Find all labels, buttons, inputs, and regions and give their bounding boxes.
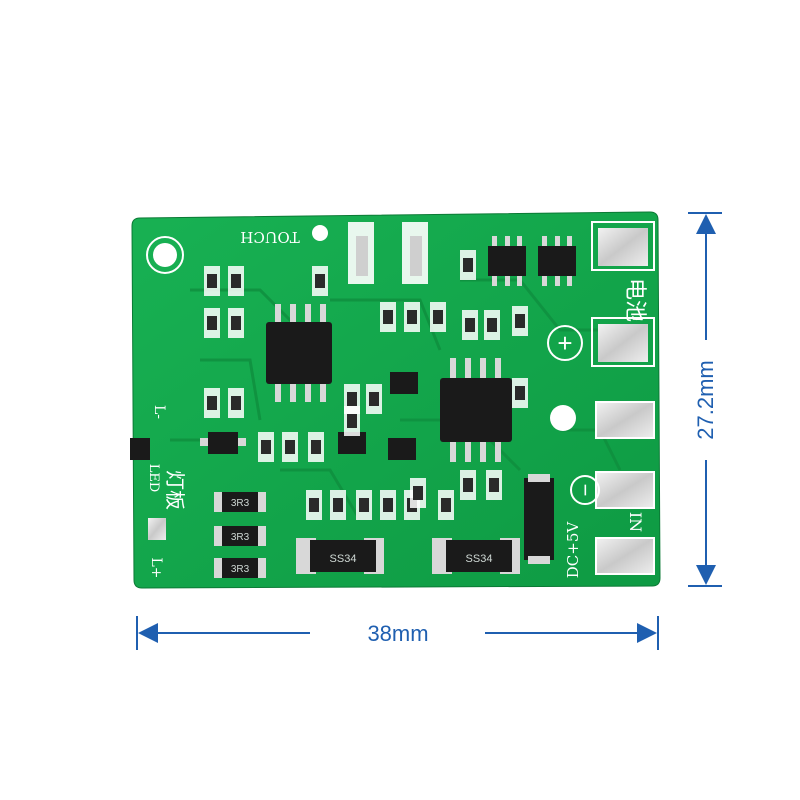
input-pads [595,401,655,575]
battery-label: 电池 [623,278,648,322]
smd-body [465,318,475,332]
smd-body [207,316,217,330]
smd-body [311,440,321,454]
height-dimension: 27.2mm [688,212,722,587]
transistor-q4 [538,236,576,286]
smd-body [407,310,417,324]
resistor-3r3-mid: 3R3 [214,526,266,546]
smd-body [383,498,393,512]
transistor-q1 [200,432,246,454]
transistor-u4 [488,236,526,286]
smd-body [347,414,357,428]
resistor-3r3-bottom: 3R3 [214,558,266,578]
mounting-hole-left [146,236,184,274]
smd-body [309,498,319,512]
smd-body [261,440,271,454]
mounting-hole-right [550,405,576,431]
lamp-board-label: 灯板 [163,470,187,510]
resistor-3r3-top: 3R3 [214,492,266,512]
pcb-board: TOUCH 电池 + − IN [130,211,661,589]
svg-text:SS34: SS34 [330,553,357,565]
smd-body [383,310,393,324]
smd-body [487,318,497,332]
height-label: 27.2mm [693,360,718,439]
smd-body [463,478,473,492]
ic-u3 [440,358,512,462]
svg-text:3R3: 3R3 [231,564,250,575]
plus-symbol: + [547,325,583,361]
l-plus-label: L+ [148,557,164,578]
minus-symbol: − [570,475,600,505]
svg-text:+: + [557,328,572,358]
smd-resistors [204,250,528,520]
svg-text:3R3: 3R3 [231,532,250,543]
smd-body [207,396,217,410]
smd-body [333,498,343,512]
smd-body [515,314,525,328]
led-pad-minus [130,438,150,460]
smd-body [231,396,241,410]
led-pads-top [348,222,428,284]
smd-body [413,486,423,500]
l-minus-label: L- [151,405,167,419]
smd-body [515,386,525,400]
smd-body [369,392,379,406]
smd-body [489,478,499,492]
width-label: 38mm [367,621,428,646]
transistor-q2 [388,438,416,460]
smd-body [285,440,295,454]
battery-pads [591,221,655,367]
diode-ss34-left: SS34 [296,538,384,574]
smd-body [433,310,443,324]
smd-body [441,498,451,512]
in-label: IN [626,512,645,532]
dc-label: DC+5V [564,521,582,579]
svg-text:SS34: SS34 [466,553,493,565]
transistor-u2 [338,432,366,454]
smd-body [231,316,241,330]
led-label: LED [146,464,161,493]
smd-body [231,274,241,288]
diode-ss34-right: SS34 [432,538,520,574]
transistor-q3 [390,372,418,394]
svg-text:3R3: 3R3 [231,498,250,509]
smd-body [347,392,357,406]
width-dimension: 38mm [136,616,659,650]
touch-label: TOUCH [240,228,300,246]
led-pad-plus [148,518,166,540]
smd-body [359,498,369,512]
svg-text:−: − [573,484,598,497]
ic-u1 [266,304,332,402]
via-hole [312,225,328,241]
diode-d3 [524,474,554,564]
smd-body [463,258,473,272]
smd-body [207,274,217,288]
smd-body [315,274,325,288]
